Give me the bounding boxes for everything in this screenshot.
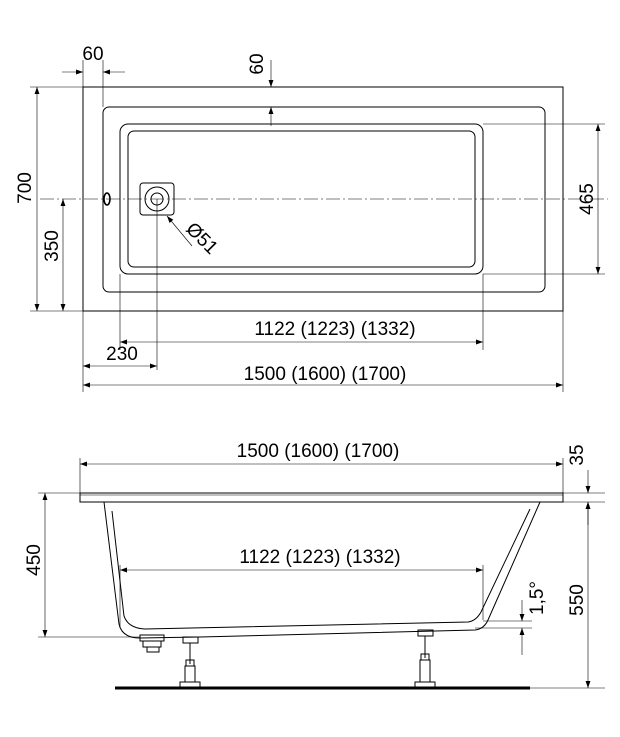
dim-350: 350 xyxy=(42,230,63,262)
dim-700: 700 xyxy=(15,172,36,204)
dim-drain-diameter: Ø51 xyxy=(181,219,221,259)
dim-60-left: 60 xyxy=(82,44,103,65)
dim-total-length-top: 1500 (1600) (1700) xyxy=(244,364,407,385)
drain-pipe-icon xyxy=(139,634,165,653)
dim-230: 230 xyxy=(106,344,138,365)
tub-rim-side xyxy=(79,492,564,503)
tub-body-side xyxy=(103,501,541,639)
dim-total-length-side: 1500 (1600) (1700) xyxy=(237,441,400,462)
dim-60-top: 60 xyxy=(247,53,268,74)
dim-550: 550 xyxy=(567,584,588,616)
tub-inner-rim xyxy=(102,106,546,293)
dim-inner-length-top: 1122 (1223) (1332) xyxy=(254,319,415,340)
dim-35: 35 xyxy=(567,444,588,465)
leg-right-icon xyxy=(414,629,436,688)
dim-inner-length-side: 1122 (1223) (1332) xyxy=(239,547,400,568)
dim-450: 450 xyxy=(24,544,45,576)
dim-slope: 1,5° xyxy=(527,581,548,615)
dim-465: 465 xyxy=(577,183,598,215)
leg-left-icon xyxy=(179,636,201,688)
side-view: 1500 (1600) (1700) 35 550 450 1122 (1223… xyxy=(24,441,605,690)
top-view: 60 60 700 350 465 Ø51 1122 (1223) (1332) xyxy=(15,44,608,392)
